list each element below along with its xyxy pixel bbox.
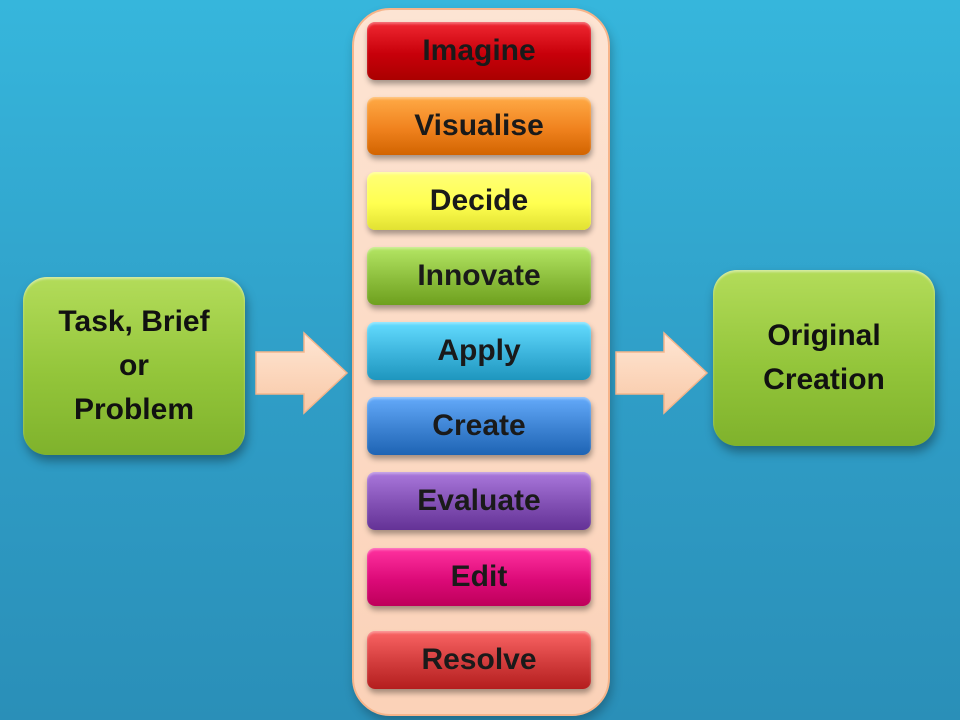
step-label: Innovate <box>417 259 541 292</box>
step-label: Apply <box>437 334 521 367</box>
step-label: Imagine <box>422 34 536 67</box>
step-visualise: Visualise <box>367 97 591 155</box>
step-evaluate: Evaluate <box>367 472 591 530</box>
step-label: Resolve <box>421 643 537 676</box>
step-innovate: Innovate <box>367 247 591 305</box>
step-resolve: Resolve <box>367 631 591 689</box>
step-imagine: Imagine <box>367 22 591 80</box>
step-apply: Apply <box>367 322 591 380</box>
step-label: Visualise <box>414 109 544 142</box>
step-edit: Edit <box>367 548 591 606</box>
output-line: Creation <box>763 363 885 396</box>
input-line: Task, Brief <box>58 305 210 338</box>
output-line: Original <box>767 319 881 352</box>
input-line: or <box>118 349 149 382</box>
step-create: Create <box>367 397 591 455</box>
output-text: Original Creation <box>763 314 885 402</box>
input-box: Task, Brief or Problem <box>23 277 245 455</box>
step-label: Edit <box>450 560 508 593</box>
step-label: Decide <box>429 184 529 217</box>
step-decide: Decide <box>367 172 591 230</box>
output-box: Original Creation <box>713 270 935 446</box>
input-text: Task, Brief or Problem <box>58 300 209 432</box>
arrow-right-icon <box>615 331 709 415</box>
step-label: Evaluate <box>417 484 541 517</box>
input-line: Problem <box>73 393 194 426</box>
arrow-right-icon <box>255 331 349 415</box>
step-label: Create <box>432 409 526 442</box>
